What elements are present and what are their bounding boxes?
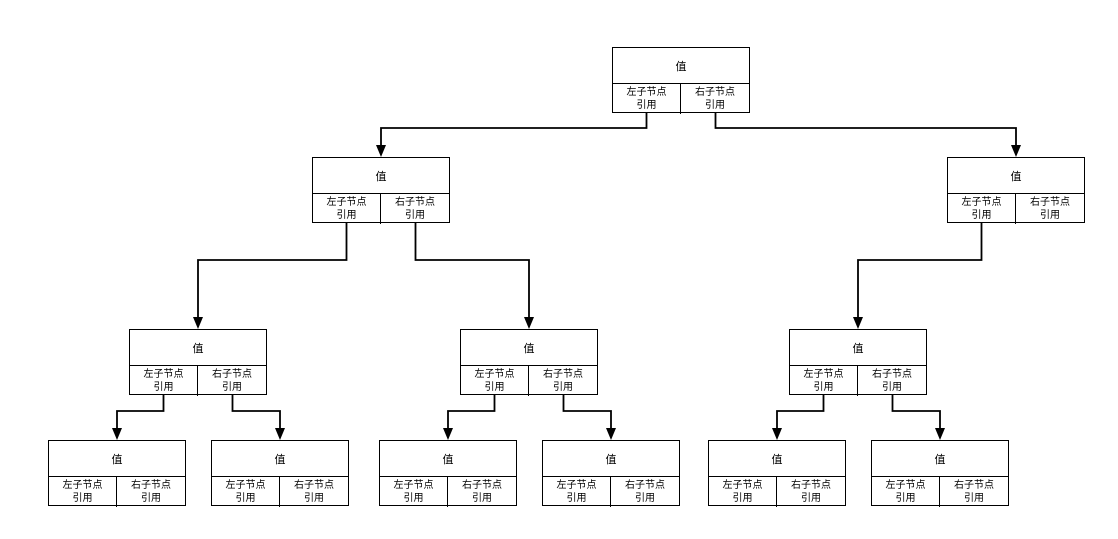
node-value-cell: 值 bbox=[49, 441, 185, 477]
right-child-ref-cell: 右子节点 引用 bbox=[1030, 197, 1070, 221]
arrowhead-icon bbox=[376, 145, 386, 157]
node-value-cell: 值 bbox=[461, 330, 597, 366]
arrowhead-icon bbox=[112, 428, 122, 440]
left-child-ref-cell: 左子节点 引用 bbox=[313, 194, 381, 224]
node-value-cell: 值 bbox=[313, 158, 449, 194]
node-value-cell: 值 bbox=[613, 48, 749, 84]
left-child-ref-cell: 左子节点 引用 bbox=[613, 84, 681, 114]
arrowhead-icon bbox=[1011, 145, 1021, 157]
edge-connector bbox=[447, 395, 496, 430]
edge-connector bbox=[231, 395, 281, 430]
left-child-ref-cell: 左子节点 引用 bbox=[130, 366, 198, 396]
left-child-ref-cell: 左子节点 引用 bbox=[49, 477, 117, 507]
right-child-ref-cell: 右子节点 引用 bbox=[791, 480, 831, 504]
tree-node: 值左子节点 引用右子节点 引用 bbox=[48, 440, 186, 507]
arrowhead-icon bbox=[524, 317, 534, 329]
edge-connector bbox=[891, 395, 941, 430]
right-child-ref-cell: 右子节点 引用 bbox=[543, 369, 583, 393]
tree-node: 值左子节点 引用右子节点 引用 bbox=[129, 329, 267, 396]
node-value-cell: 值 bbox=[543, 441, 679, 477]
right-child-ref-cell: 右子节点 引用 bbox=[695, 87, 735, 111]
tree-node: 值左子节点 引用右子节点 引用 bbox=[708, 440, 846, 507]
right-child-ref-cell: 右子节点 引用 bbox=[212, 369, 252, 393]
left-child-ref-cell: 左子节点 引用 bbox=[461, 366, 529, 396]
tree-node: 值左子节点 引用右子节点 引用 bbox=[542, 440, 680, 507]
node-value-cell: 值 bbox=[790, 330, 926, 366]
right-child-ref-cell: 右子节点 引用 bbox=[462, 480, 502, 504]
left-child-ref-cell: 左子节点 引用 bbox=[872, 477, 940, 507]
tree-node: 值左子节点 引用右子节点 引用 bbox=[612, 47, 750, 114]
node-value-cell: 值 bbox=[709, 441, 845, 477]
tree-node: 值左子节点 引用右子节点 引用 bbox=[312, 157, 450, 224]
arrowhead-icon bbox=[193, 317, 203, 329]
left-child-ref-cell: 左子节点 引用 bbox=[709, 477, 777, 507]
node-value-cell: 值 bbox=[380, 441, 516, 477]
tree-node: 值左子节点 引用右子节点 引用 bbox=[789, 329, 927, 396]
tree-node: 值左子节点 引用右子节点 引用 bbox=[871, 440, 1009, 507]
edge-connector bbox=[714, 113, 1017, 147]
arrowhead-icon bbox=[275, 428, 285, 440]
edge-connector bbox=[414, 223, 530, 319]
tree-node: 值左子节点 引用右子节点 引用 bbox=[211, 440, 349, 507]
arrowhead-icon bbox=[606, 428, 616, 440]
edge-connector bbox=[197, 223, 348, 319]
node-value-cell: 值 bbox=[872, 441, 1008, 477]
right-child-ref-cell: 右子节点 引用 bbox=[954, 480, 994, 504]
edge-connector bbox=[776, 395, 825, 430]
node-value-cell: 值 bbox=[212, 441, 348, 477]
right-child-ref-cell: 右子节点 引用 bbox=[131, 480, 171, 504]
edge-connector bbox=[562, 395, 612, 430]
right-child-ref-cell: 右子节点 引用 bbox=[625, 480, 665, 504]
arrowhead-icon bbox=[853, 317, 863, 329]
tree-node: 值左子节点 引用右子节点 引用 bbox=[947, 157, 1085, 224]
arrowhead-icon bbox=[935, 428, 945, 440]
left-child-ref-cell: 左子节点 引用 bbox=[212, 477, 280, 507]
right-child-ref-cell: 右子节点 引用 bbox=[395, 197, 435, 221]
edge-connector bbox=[116, 395, 165, 430]
left-child-ref-cell: 左子节点 引用 bbox=[543, 477, 611, 507]
arrowhead-icon bbox=[772, 428, 782, 440]
node-value-cell: 值 bbox=[130, 330, 266, 366]
arrowhead-icon bbox=[443, 428, 453, 440]
left-child-ref-cell: 左子节点 引用 bbox=[790, 366, 858, 396]
edge-connector bbox=[380, 113, 648, 147]
node-value-cell: 值 bbox=[948, 158, 1084, 194]
right-child-ref-cell: 右子节点 引用 bbox=[872, 369, 912, 393]
tree-node: 值左子节点 引用右子节点 引用 bbox=[379, 440, 517, 507]
right-child-ref-cell: 右子节点 引用 bbox=[294, 480, 334, 504]
tree-node: 值左子节点 引用右子节点 引用 bbox=[460, 329, 598, 396]
edge-connector bbox=[857, 223, 983, 319]
left-child-ref-cell: 左子节点 引用 bbox=[380, 477, 448, 507]
left-child-ref-cell: 左子节点 引用 bbox=[948, 194, 1016, 224]
